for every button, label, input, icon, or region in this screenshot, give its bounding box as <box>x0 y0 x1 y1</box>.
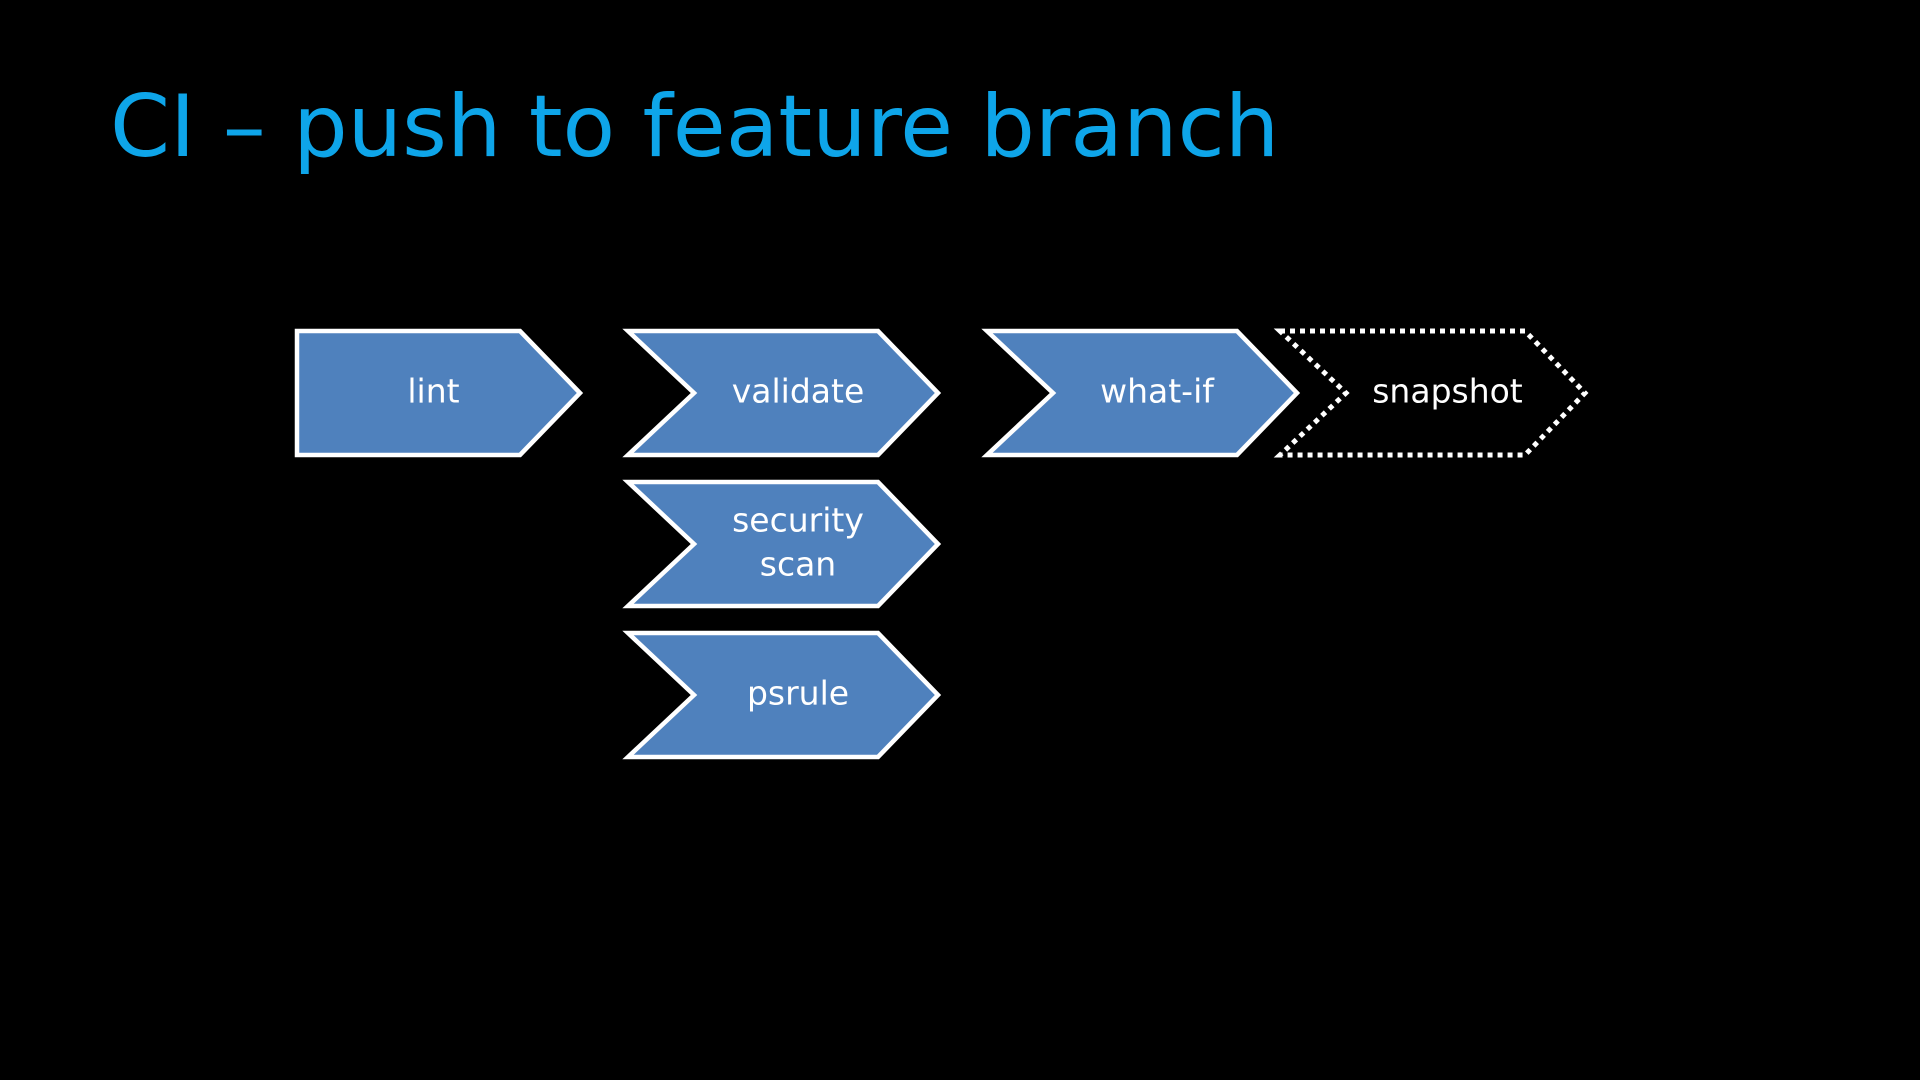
step-security-scan-shape <box>622 479 942 609</box>
step-what-if: what-if <box>981 328 1301 458</box>
step-validate: validate <box>622 328 942 458</box>
step-what-if-shape <box>981 328 1301 458</box>
slide-title: CI – push to feature branch <box>110 77 1280 177</box>
step-lint-shape <box>294 328 584 458</box>
step-psrule: psrule <box>622 630 942 760</box>
step-snapshot-shape <box>1273 328 1589 458</box>
step-snapshot: snapshot <box>1273 328 1589 458</box>
step-snapshot-label: snapshot <box>1372 372 1523 411</box>
step-validate-label: validate <box>732 372 865 411</box>
step-psrule-label: psrule <box>747 674 849 713</box>
step-lint-label: lint <box>407 372 459 411</box>
step-lint: lint <box>294 328 584 458</box>
step-psrule-shape <box>622 630 942 760</box>
step-validate-shape <box>622 328 942 458</box>
step-what-if-label: what-if <box>1100 372 1215 411</box>
